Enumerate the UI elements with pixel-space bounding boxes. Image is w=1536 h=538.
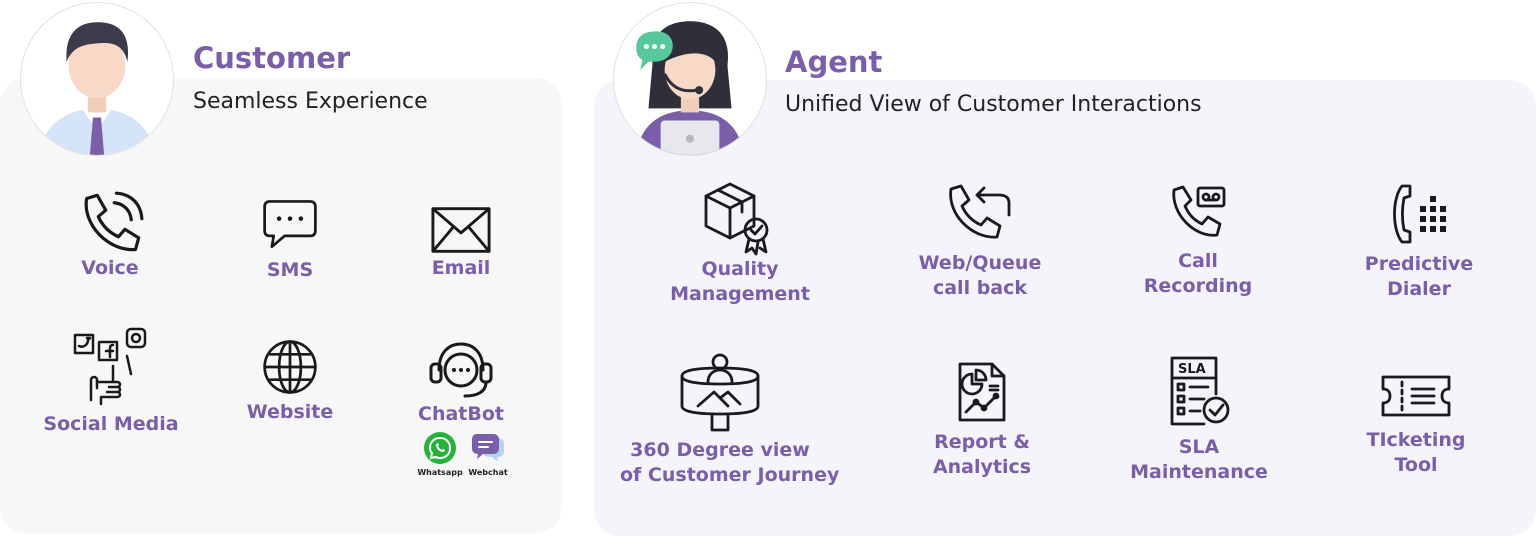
- feature-ticketing-tool-label: TIcketing Tool: [1366, 429, 1466, 476]
- channel-email-label: Email: [431, 257, 491, 279]
- ticket-icon: [1381, 375, 1451, 417]
- whatsapp-app: Whatsapp: [416, 431, 464, 477]
- agent-subtitle: Unified View of Customer Interactions: [785, 92, 1202, 117]
- agent-panel: [594, 80, 1536, 536]
- customer-subtitle: Seamless Experience: [193, 89, 428, 114]
- feature-ticketing-tool: TIcketing Tool: [1316, 374, 1516, 482]
- feature-call-recording: Call Recording: [1098, 184, 1298, 302]
- phone-ringing-icon: [84, 191, 144, 252]
- dialer-keypad-icon: [1393, 184, 1446, 244]
- globe-icon: [263, 340, 317, 394]
- feature-web-queue-callback-label: Web/Queue call back: [918, 252, 1042, 299]
- chatbot-headset-icon: [429, 342, 493, 398]
- channel-chatbot: ChatBot: [361, 340, 561, 430]
- feature-quality-management-label: Quality Management: [670, 258, 810, 305]
- customer-title: Customer: [193, 41, 351, 75]
- channel-website: Website: [190, 338, 390, 428]
- feature-predictive-dialer-label: Predictive Dialer: [1364, 253, 1474, 300]
- call-recording-icon: [1172, 185, 1226, 237]
- feature-web-queue-callback: Web/Queue call back: [880, 180, 1080, 306]
- chat-bubble-icon: [263, 200, 317, 249]
- webchat-app: Webchat: [464, 431, 512, 477]
- channel-social-media: Social Media: [11, 326, 211, 442]
- sla-checklist-icon: SLA: [1170, 356, 1230, 426]
- channel-voice-label: Voice: [81, 257, 139, 279]
- whatsapp-icon: [424, 432, 456, 464]
- webchat-icon: [472, 434, 504, 462]
- channel-chatbot-label: ChatBot: [418, 403, 504, 425]
- feature-predictive-dialer: Predictive Dialer: [1319, 182, 1519, 304]
- agent-title: Agent: [785, 45, 883, 79]
- whatsapp-caption: Whatsapp: [417, 468, 463, 477]
- svg-text:SLA: SLA: [1178, 362, 1206, 377]
- channel-email: Email: [361, 200, 561, 290]
- envelope-icon: [431, 207, 491, 253]
- report-analytics-icon: [958, 362, 1006, 422]
- feature-360-degree-view: 360 Degree view of Customer Journey: [620, 352, 840, 492]
- quality-box-icon: [704, 182, 769, 256]
- chatbot-apps: Whatsapp Webchat: [416, 431, 512, 481]
- callback-phone-icon: [949, 184, 1011, 239]
- webchat-caption: Webchat: [468, 468, 508, 477]
- channel-sms: SMS: [190, 196, 390, 292]
- social-media-icon: [73, 327, 147, 406]
- feature-360-degree-view-label: 360 Degree view of Customer Journey: [620, 439, 840, 486]
- feature-report-analytics: Report & Analytics: [882, 360, 1082, 482]
- journey-360-icon: [680, 353, 760, 432]
- feature-call-recording-label: Call Recording: [1143, 250, 1253, 297]
- customer-avatar: [20, 2, 174, 156]
- feature-quality-management: Quality Management: [640, 176, 840, 308]
- channel-website-label: Website: [246, 401, 334, 423]
- channel-sms-label: SMS: [266, 259, 314, 281]
- agent-avatar: [613, 2, 767, 156]
- feature-report-analytics-label: Report & Analytics: [932, 431, 1032, 478]
- feature-sla-maintenance: SLA SLA Maintenance: [1099, 354, 1299, 488]
- feature-sla-maintenance-label: SLA Maintenance: [1130, 436, 1268, 483]
- channel-social-media-label: Social Media: [43, 413, 179, 435]
- channel-voice: Voice: [10, 190, 210, 290]
